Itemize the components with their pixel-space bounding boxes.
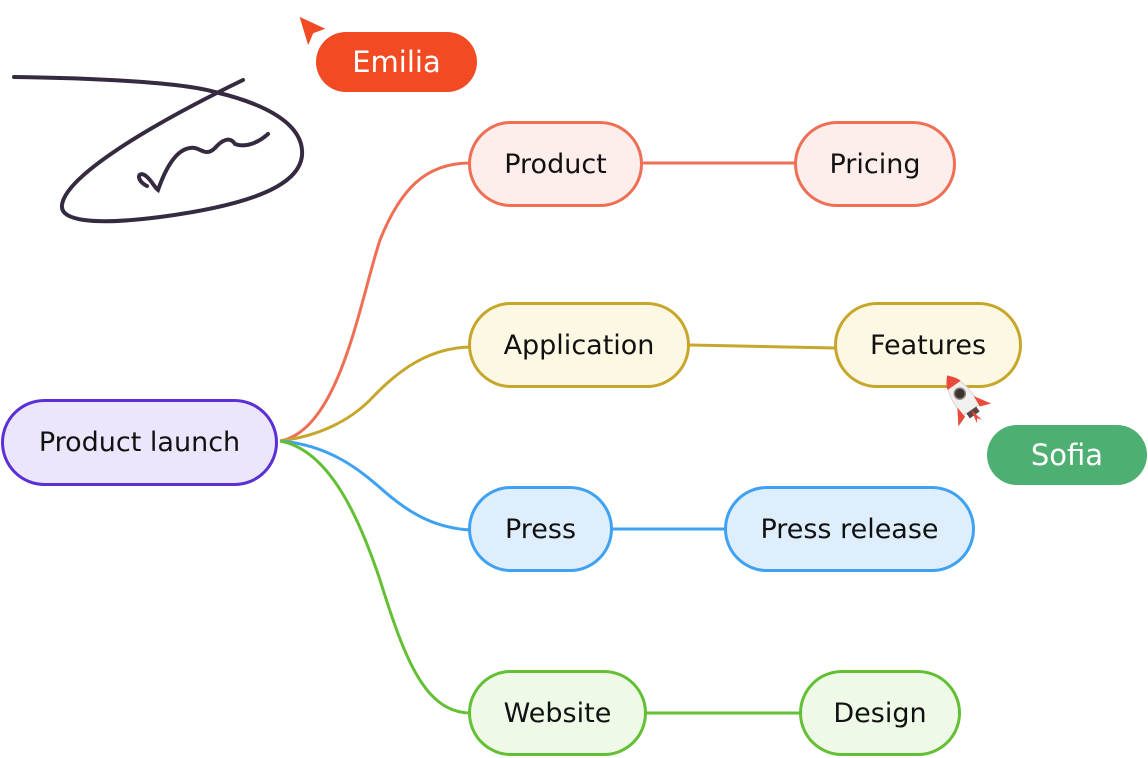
node-label: Press release [760, 513, 939, 545]
node-label: Design [833, 697, 927, 729]
branch-node-website[interactable]: Website [468, 670, 647, 756]
collaborator-name: Sofia [1030, 438, 1104, 472]
node-label: Website [503, 697, 612, 729]
node-label: Press [504, 513, 577, 545]
collaborator-name: Emilia [352, 45, 441, 79]
node-label: Features [869, 329, 987, 361]
arrow-cursor-icon [297, 14, 329, 49]
branch-node-product[interactable]: Product [468, 121, 643, 207]
connector-root-press [279, 439, 471, 532]
branch-node-press[interactable]: Press [468, 486, 613, 572]
connector-application-features [689, 343, 836, 350]
node-label: Pricing [829, 148, 921, 180]
branch-node-application[interactable]: Application [468, 302, 690, 388]
child-node-press-release[interactable]: Press release [724, 486, 975, 572]
connector-root-product [279, 161, 471, 443]
node-label: Application [503, 329, 655, 361]
freehand-scribble[interactable] [12, 75, 305, 224]
child-node-pricing[interactable]: Pricing [794, 121, 956, 207]
connector-root-website [279, 439, 471, 715]
rocket-cursor-icon [946, 374, 992, 427]
node-label: Product [504, 148, 607, 180]
child-node-features[interactable]: Features [834, 302, 1022, 388]
root-node-label: Product launch [38, 427, 241, 458]
child-node-design[interactable]: Design [799, 670, 961, 756]
collaborator-label-emilia: Emilia [316, 32, 477, 92]
connector-root-application [279, 345, 471, 443]
collaborator-label-sofia: Sofia [987, 425, 1147, 485]
root-node[interactable]: Product launch [1, 399, 278, 486]
